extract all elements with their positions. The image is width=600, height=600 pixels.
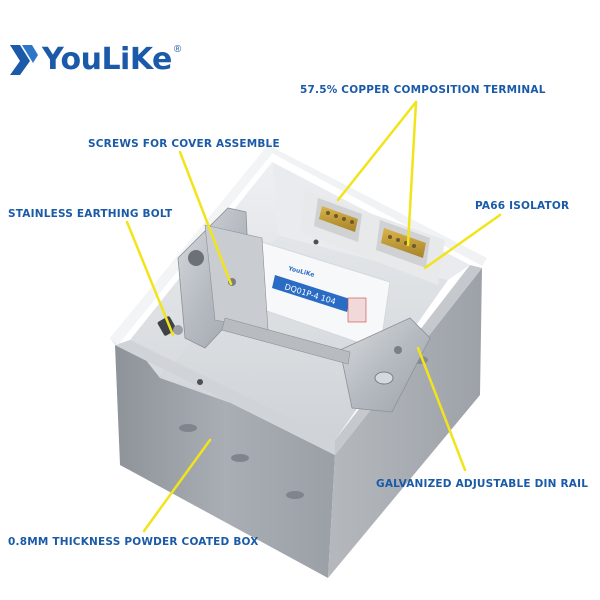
- copper-terminal-block: [300, 190, 445, 285]
- din-rail-right-bracket: [339, 317, 431, 413]
- leader-din-rail: [416, 346, 467, 472]
- din-rail-left-bracket: [177, 207, 269, 349]
- leader-lines: [125, 100, 502, 533]
- leader-box: [142, 438, 212, 533]
- callout-box-thickness: 0.8MM THICKNESS POWDER COATED BOX: [8, 536, 259, 548]
- brand-logo: YouLiKe ®: [8, 42, 181, 77]
- callout-pa66-isolator: PA66 ISOLATOR: [475, 200, 570, 212]
- brand-name: YouLiKe: [42, 42, 172, 77]
- leader-screws: [178, 150, 233, 286]
- leader-terminal-left: [336, 100, 418, 202]
- enclosure-box: [110, 138, 487, 578]
- leader-isolator: [423, 213, 502, 270]
- callout-earthing-bolt: STAINLESS EARTHING BOLT: [8, 208, 173, 220]
- registered-mark: ®: [173, 44, 182, 55]
- leader-earthing: [125, 220, 175, 337]
- product-label: YouLiKe DQ01P-4 104: [257, 241, 391, 351]
- callout-din-rail: GALVANIZED ADJUSTABLE DIN RAIL: [376, 478, 589, 490]
- callout-cover-screws: SCREWS FOR COVER ASSEMBLE: [88, 138, 280, 150]
- din-rail: [221, 317, 351, 365]
- youlike-logo-icon: [10, 44, 38, 75]
- callout-copper-terminal: 57.5% COPPER COMPOSITION TERMINAL: [300, 84, 546, 96]
- leader-terminal-right: [406, 100, 418, 247]
